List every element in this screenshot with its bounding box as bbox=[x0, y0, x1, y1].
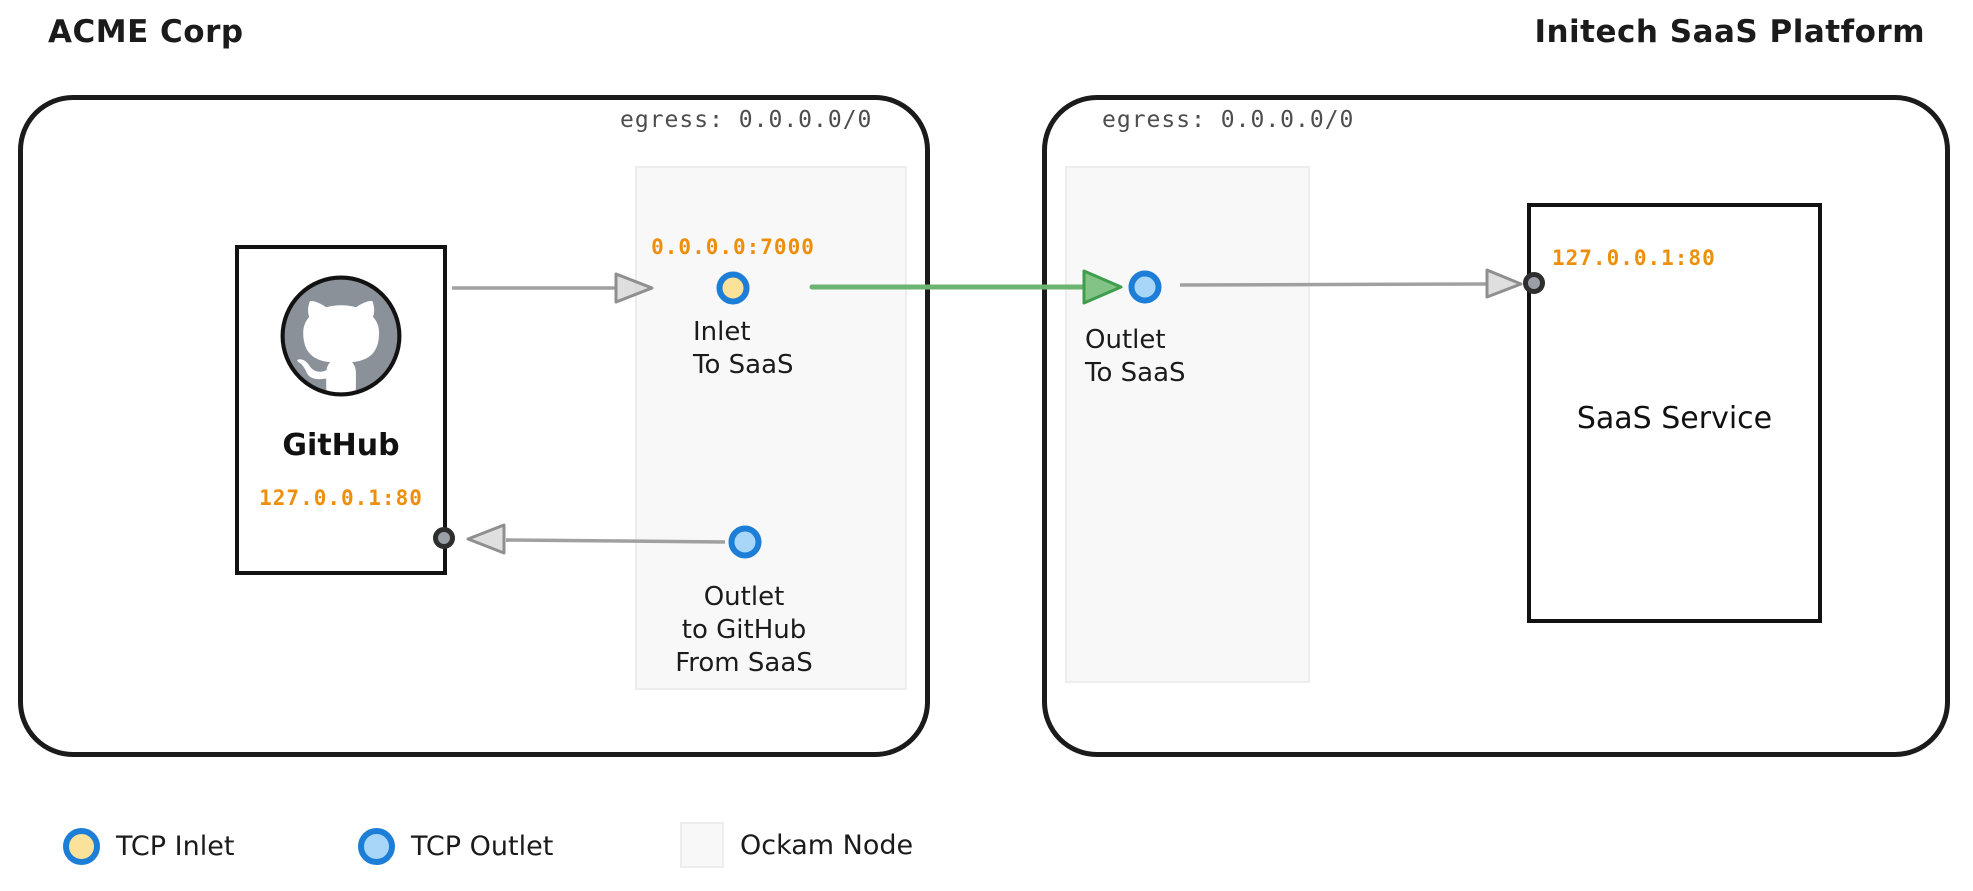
inlet-label: Inlet To SaaS bbox=[693, 316, 794, 382]
github-address: 127.0.0.1:80 bbox=[259, 486, 423, 510]
outlet-to-saas-label: Outlet To SaaS bbox=[1085, 324, 1186, 390]
legend-item-ockam-node: Ockam Node bbox=[680, 822, 913, 868]
saas-service-box bbox=[1527, 203, 1822, 623]
initech-platform-title: Initech SaaS Platform bbox=[1534, 14, 1925, 50]
legend-item-tcp-inlet: TCP Inlet bbox=[63, 828, 234, 865]
github-logo-icon bbox=[280, 275, 402, 397]
legend-label-tcp-outlet: TCP Outlet bbox=[411, 831, 554, 862]
outlet-to-github-line2: to GitHub bbox=[681, 615, 807, 645]
outlet-to-saas-line2: To SaaS bbox=[1085, 358, 1186, 388]
acme-egress-label: egress: 0.0.0.0/0 bbox=[620, 107, 873, 133]
legend-item-tcp-outlet: TCP Outlet bbox=[358, 828, 553, 865]
outlet-to-github-label: Outlet to GitHub From SaaS bbox=[634, 581, 854, 680]
inlet-label-line2: To SaaS bbox=[693, 350, 794, 380]
github-label: GitHub bbox=[282, 428, 400, 463]
outlet-to-github-line1: Outlet bbox=[703, 582, 785, 612]
tcp-outlet-legend-icon bbox=[358, 828, 395, 865]
outlet-to-saas-line1: Outlet bbox=[1085, 325, 1166, 355]
inlet-address: 0.0.0.0:7000 bbox=[651, 235, 815, 259]
initech-ockam-node bbox=[1065, 166, 1310, 683]
acme-ockam-node bbox=[635, 166, 907, 690]
acme-corp-title: ACME Corp bbox=[48, 14, 244, 50]
legend-label-tcp-inlet: TCP Inlet bbox=[116, 831, 235, 862]
saas-service-address: 127.0.0.1:80 bbox=[1552, 246, 1716, 270]
ockam-node-legend-icon bbox=[680, 822, 724, 868]
initech-egress-label: egress: 0.0.0.0/0 bbox=[1102, 107, 1355, 133]
tcp-inlet-legend-icon bbox=[63, 828, 100, 865]
outlet-to-github-line3: From SaaS bbox=[675, 648, 813, 678]
legend-label-ockam-node: Ockam Node bbox=[740, 829, 914, 861]
inlet-label-line1: Inlet bbox=[693, 317, 751, 347]
saas-service-label: SaaS Service bbox=[1576, 401, 1773, 436]
github-box bbox=[235, 245, 447, 575]
